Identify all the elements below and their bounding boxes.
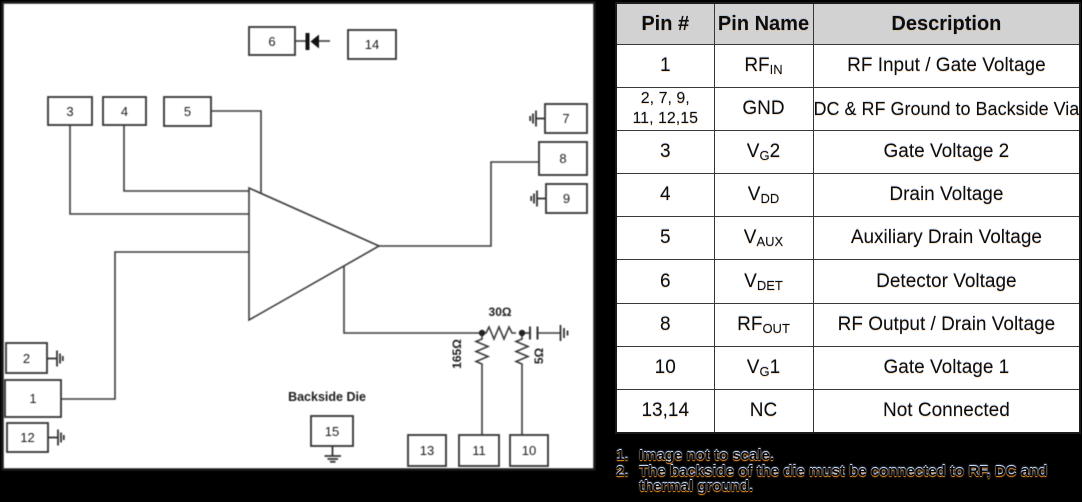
svg-text:3: 3 (66, 104, 73, 119)
svg-text:5: 5 (184, 104, 191, 119)
svg-text:11: 11 (472, 443, 486, 458)
svg-text:12: 12 (20, 430, 34, 445)
svg-text:10: 10 (522, 443, 536, 458)
svg-text:9: 9 (563, 191, 570, 206)
svg-text:5Ω: 5Ω (532, 347, 546, 364)
svg-text:165Ω: 165Ω (450, 339, 464, 369)
svg-text:30Ω: 30Ω (489, 305, 512, 319)
svg-text:15: 15 (325, 424, 339, 439)
svg-text:7: 7 (562, 111, 569, 126)
svg-text:1: 1 (29, 391, 36, 406)
svg-text:2: 2 (23, 351, 30, 366)
svg-text:14: 14 (365, 37, 379, 52)
svg-text:Backside Die: Backside Die (288, 390, 366, 404)
svg-text:6: 6 (268, 34, 275, 49)
svg-text:8: 8 (559, 151, 566, 166)
svg-text:4: 4 (121, 104, 128, 119)
svg-text:13: 13 (420, 443, 434, 458)
